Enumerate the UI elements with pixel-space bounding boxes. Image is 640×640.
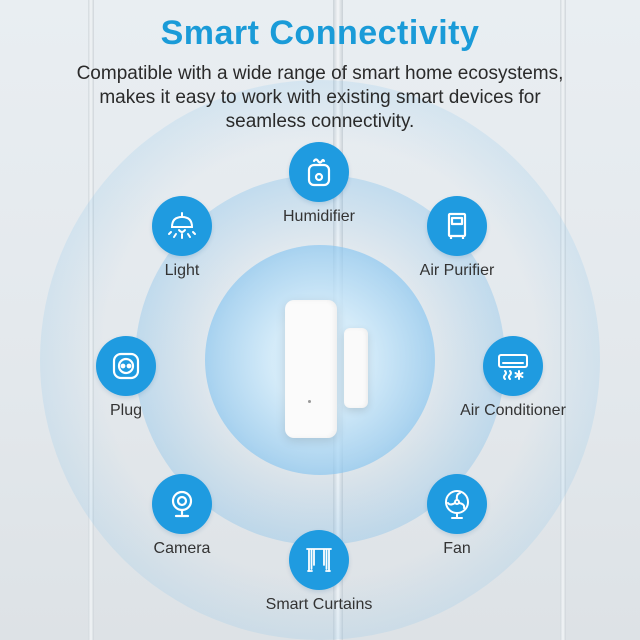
- feature-humidifier: Humidifier: [234, 142, 404, 226]
- feature-smart-curtains: Smart Curtains: [234, 530, 404, 614]
- door-frame-left: [88, 0, 94, 640]
- feature-label-fan: Fan: [443, 540, 471, 557]
- feature-plug: Plug: [41, 336, 211, 420]
- camera-icon: [152, 474, 212, 534]
- sensor-led: [308, 400, 311, 403]
- subtitle-line-2: makes it easy to work with existing smar…: [99, 87, 541, 108]
- feature-fan: Fan: [372, 474, 542, 558]
- air-purifier-icon: [427, 196, 487, 256]
- plug-icon: [96, 336, 156, 396]
- fan-icon: [427, 474, 487, 534]
- feature-label-air-conditioner: Air Conditioner: [460, 402, 566, 419]
- air-conditioner-icon: [483, 336, 543, 396]
- door-sensor-body: [285, 300, 337, 438]
- feature-air-purifier: Air Purifier: [372, 196, 542, 280]
- feature-label-humidifier: Humidifier: [282, 208, 355, 225]
- door-sensor-magnet: [344, 328, 368, 408]
- feature-light: Light: [97, 196, 267, 280]
- subtitle-line-1: Compatible with a wide range of smart ho…: [76, 63, 564, 84]
- page-subtitle: Compatible with a wide range of smart ho…: [20, 62, 620, 134]
- light-icon: [152, 196, 212, 256]
- feature-camera: Camera: [97, 474, 267, 558]
- feature-air-conditioner: Air Conditioner: [428, 336, 598, 420]
- subtitle-line-3: seamless connectivity.: [225, 111, 415, 132]
- humidifier-icon: [289, 142, 349, 202]
- feature-label-light: Light: [164, 262, 200, 279]
- feature-label-plug: Plug: [109, 402, 143, 419]
- door-frame-right: [560, 0, 566, 640]
- page-title: Smart Connectivity: [160, 14, 480, 52]
- feature-label-air-purifier: Air Purifier: [419, 262, 495, 279]
- feature-label-camera: Camera: [153, 540, 211, 557]
- curtains-icon: [289, 530, 349, 590]
- feature-label-smart-curtains: Smart Curtains: [265, 596, 373, 613]
